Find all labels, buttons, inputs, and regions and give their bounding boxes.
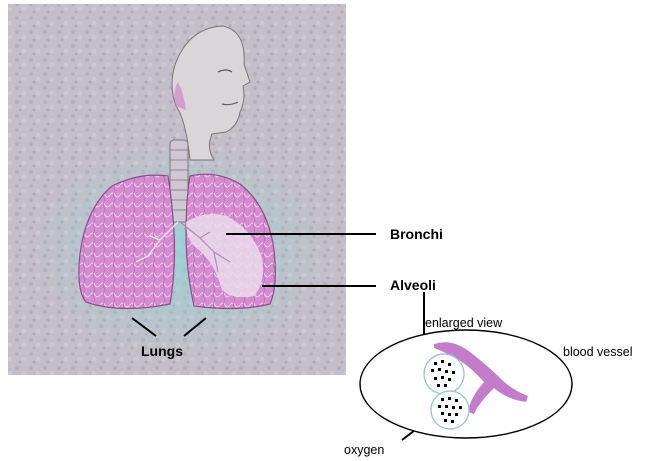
enlarged-view-outline [360,330,572,438]
lungs-label: Lungs [141,343,183,359]
bronchi-label: Bronchi [390,226,443,242]
illustration-panel [8,4,346,375]
alveolus-lower [431,391,469,429]
blood-vessel-label: blood vessel [563,345,633,359]
enlarged-view-label: enlarged view [425,316,503,330]
oxygen-label: oxygen [344,443,384,457]
enlarged-view [360,330,572,438]
alveoli-label: Alveoli [390,277,436,293]
